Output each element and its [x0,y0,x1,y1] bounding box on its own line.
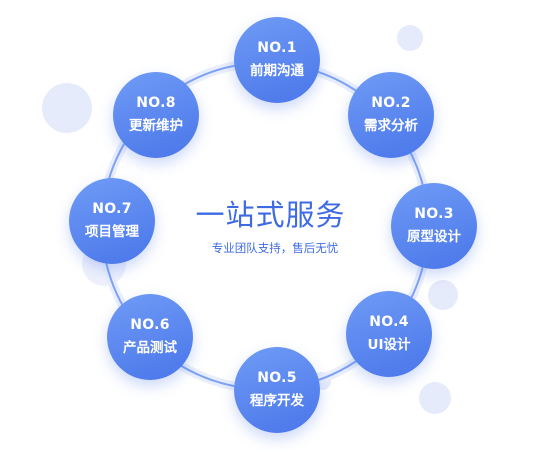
step-number: NO.4 [369,314,409,330]
step-node-4: NO.4 UI设计 [346,291,432,377]
decor-bubble [42,83,92,133]
step-number: NO.5 [257,370,297,386]
step-label: 原型设计 [407,229,461,245]
decor-bubble [428,280,458,310]
step-number: NO.1 [257,40,297,56]
step-number: NO.2 [371,95,411,111]
step-node-6: NO.6 产品测试 [107,294,193,380]
step-number: NO.6 [130,317,170,333]
step-node-3: NO.3 原型设计 [391,183,477,269]
step-number: NO.3 [414,206,454,222]
decor-bubble [397,25,423,51]
step-number: NO.7 [92,201,132,217]
step-label: 更新维护 [129,118,183,134]
center-title: 一站式服务 [195,198,346,232]
step-node-2: NO.2 需求分析 [348,72,434,158]
step-label: 需求分析 [364,118,418,134]
step-node-5: NO.5 程序开发 [234,347,320,433]
step-number: NO.8 [136,95,176,111]
step-node-1: NO.1 前期沟通 [234,17,320,103]
step-label: 项目管理 [85,224,139,240]
step-label: UI设计 [367,337,411,353]
decor-bubble [419,382,451,414]
step-label: 程序开发 [250,393,304,409]
step-node-7: NO.7 项目管理 [69,178,155,264]
step-label: 产品测试 [123,340,177,356]
step-label: 前期沟通 [250,63,304,79]
center-subtitle: 专业团队支持，售后无忧 [211,241,339,255]
step-node-8: NO.8 更新维护 [113,72,199,158]
